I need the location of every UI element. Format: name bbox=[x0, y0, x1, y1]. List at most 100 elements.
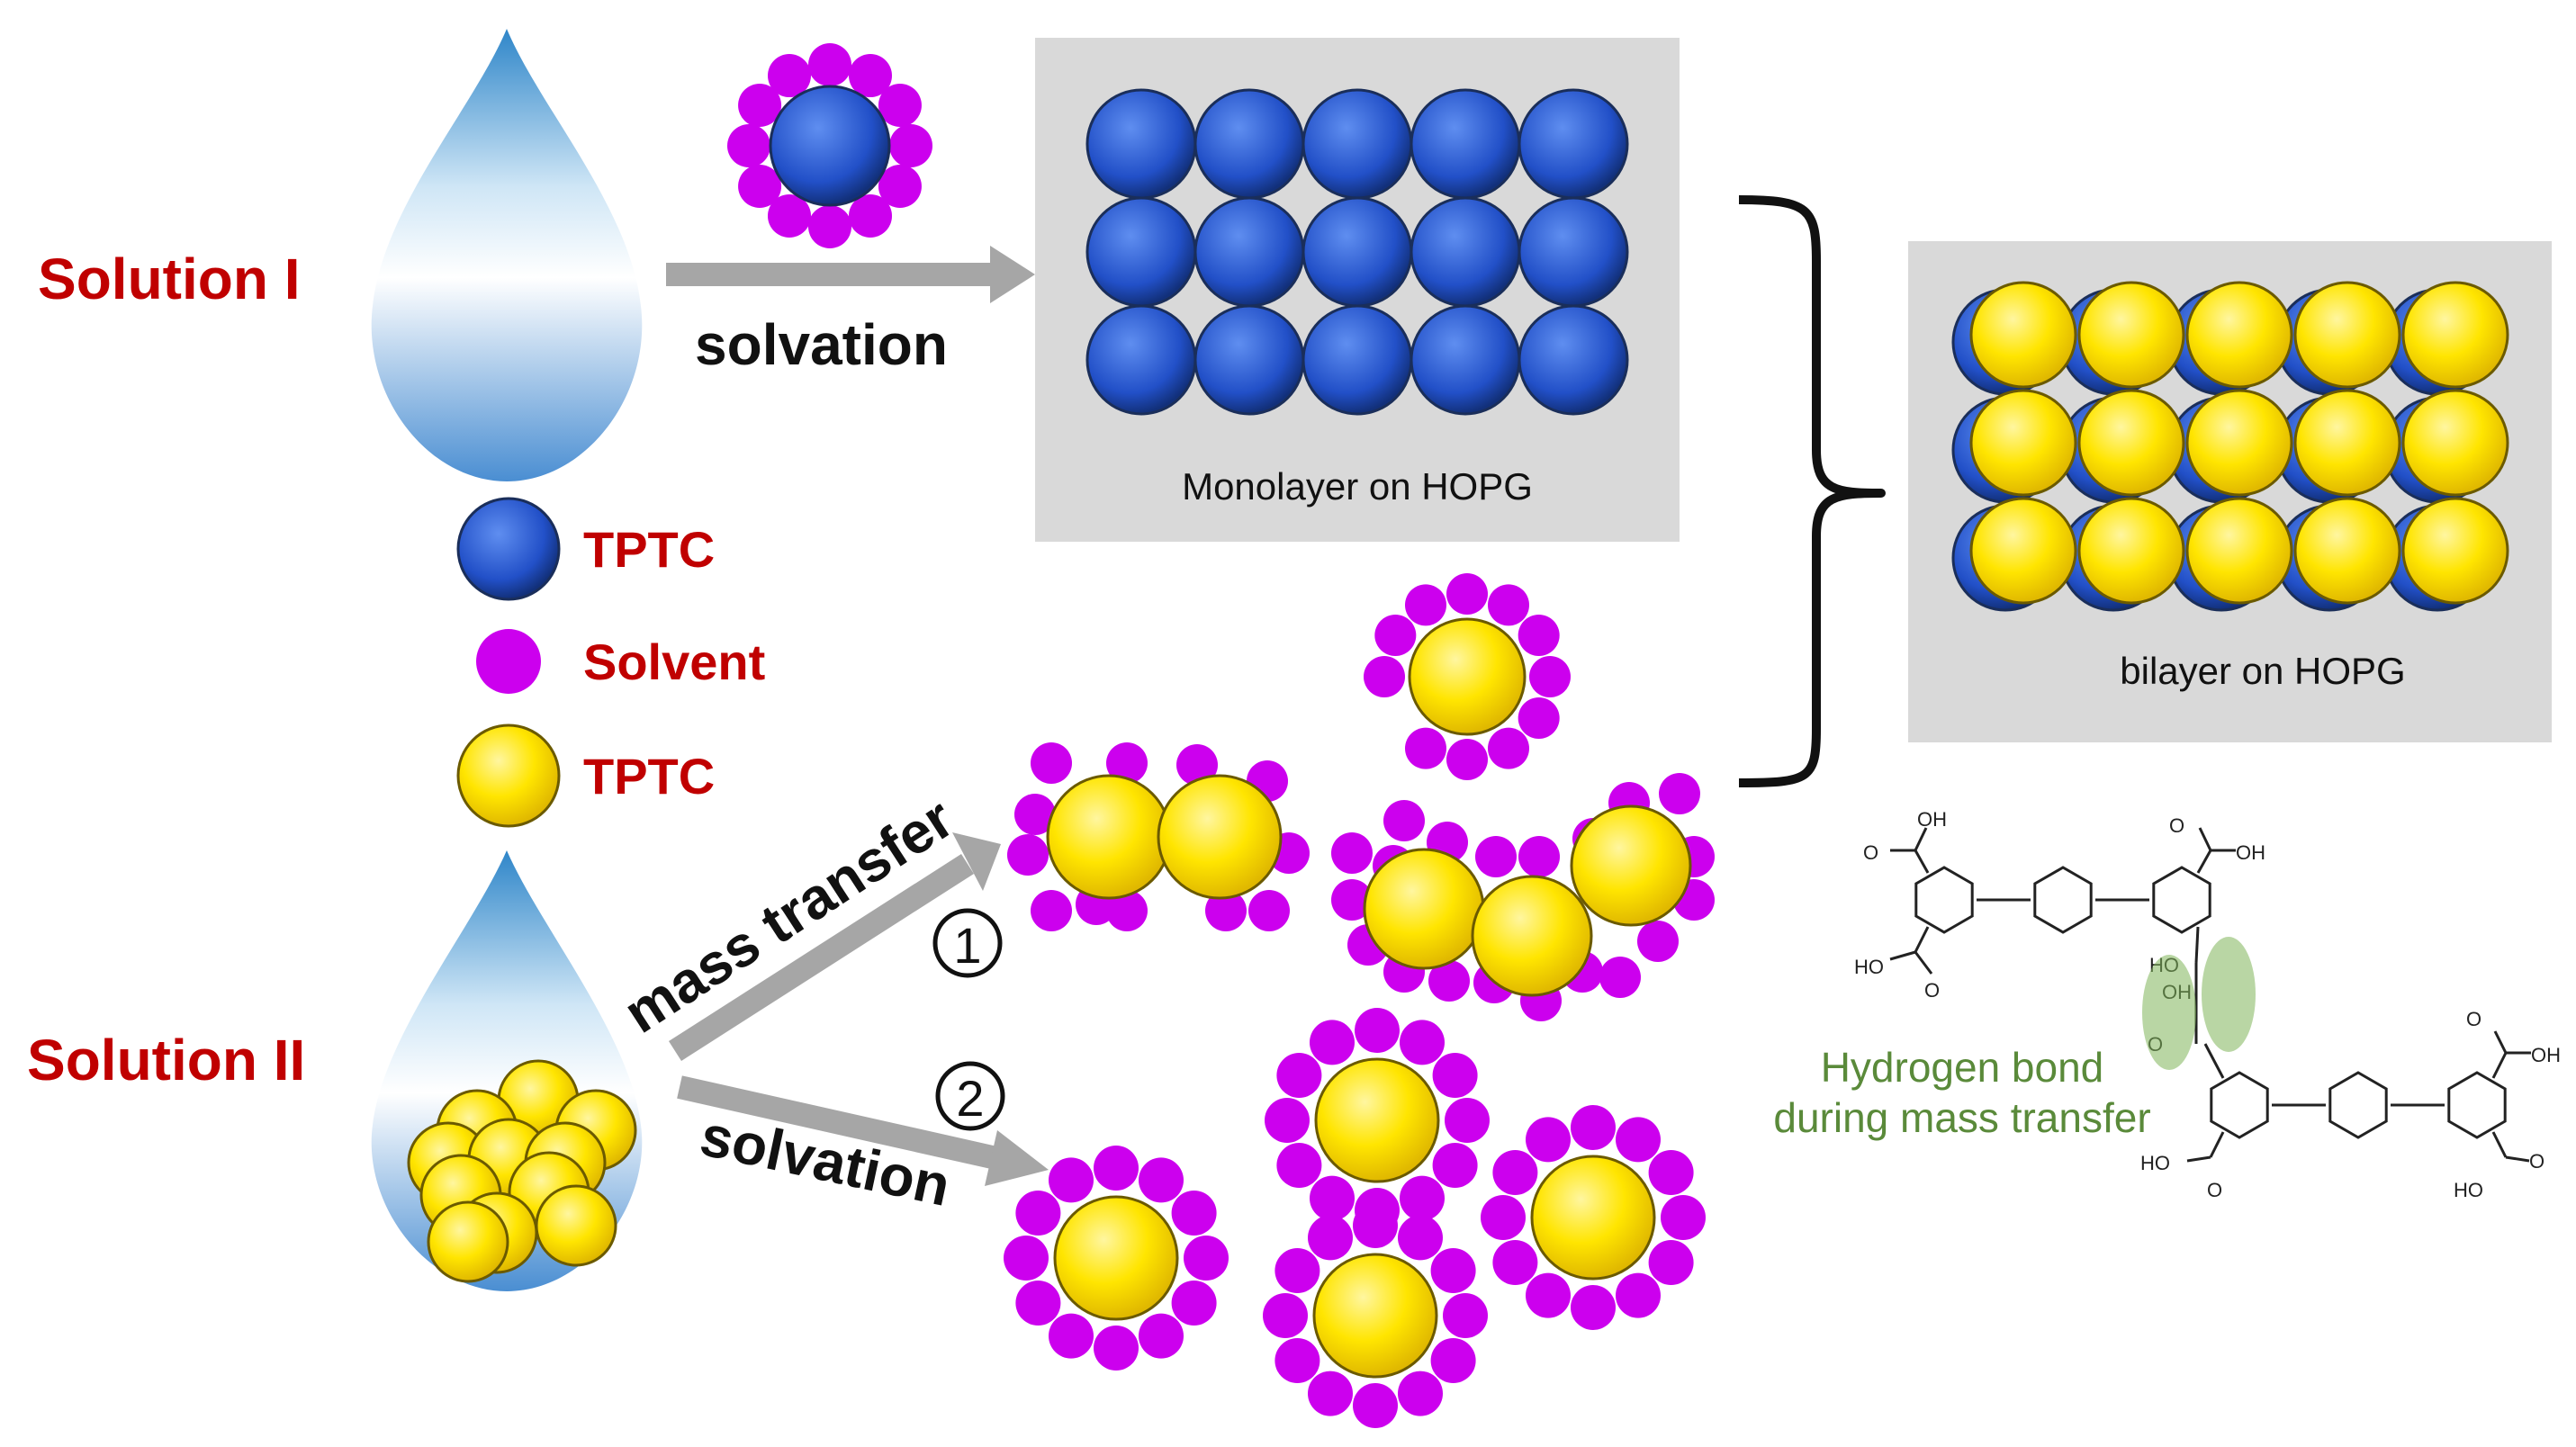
solvent-ball bbox=[1405, 584, 1446, 626]
blue-tptc-ball bbox=[1410, 88, 1521, 200]
solvent-ball bbox=[1571, 1285, 1616, 1330]
bond bbox=[1889, 950, 1916, 961]
bond bbox=[2493, 1030, 2508, 1054]
yellow-tptc-ball bbox=[1530, 1155, 1656, 1281]
path1-marker: 1 bbox=[953, 917, 981, 974]
bilayer-grid bbox=[1951, 281, 2509, 612]
solvent-ball bbox=[1274, 1248, 1320, 1293]
solvent-ball bbox=[1661, 1195, 1706, 1240]
solvent-ball bbox=[1481, 1195, 1526, 1240]
tptc-cluster-in-solution2 bbox=[407, 1059, 637, 1283]
blue-tptc-ball bbox=[1085, 196, 1197, 308]
legend-solvent-label: Solvent bbox=[583, 634, 765, 690]
solvent-ball bbox=[1616, 1117, 1661, 1163]
yellow-tptc-ball bbox=[1157, 774, 1283, 900]
legend-blue-tptc-icon bbox=[456, 497, 561, 601]
yellow-tptc-ball bbox=[2185, 281, 2293, 389]
solvent-ball bbox=[1430, 1338, 1476, 1383]
solvent-ball bbox=[1430, 1248, 1476, 1293]
solvent-ball bbox=[1139, 1313, 1184, 1359]
solvent-ball bbox=[1015, 1191, 1061, 1236]
solvent-ball bbox=[1518, 836, 1560, 877]
solvent-ball bbox=[1599, 957, 1641, 998]
atom-label: O bbox=[2207, 1179, 2222, 1201]
atom-label: HO bbox=[2454, 1179, 2483, 1201]
solvent-ball bbox=[738, 165, 782, 208]
solvent-ball bbox=[1364, 656, 1405, 697]
atom-label: OH bbox=[2531, 1044, 2561, 1066]
bond bbox=[1914, 849, 1930, 874]
solvent-ball bbox=[1176, 744, 1218, 786]
solvent-ball bbox=[1518, 615, 1560, 656]
solvent-ball bbox=[1106, 742, 1148, 784]
yellow-tptc-ball bbox=[2185, 389, 2293, 497]
legend-blue-tptc-label: TPTC bbox=[583, 521, 715, 578]
legend: TPTC Solvent TPTC bbox=[456, 497, 765, 828]
blue-tptc-ball bbox=[1302, 88, 1413, 200]
solvent-ball bbox=[1276, 1143, 1322, 1188]
benzene-ring bbox=[2328, 1071, 2388, 1139]
solvent-ball bbox=[1446, 739, 1488, 780]
benzene-ring bbox=[2447, 1071, 2507, 1139]
solvent-ball bbox=[1616, 1272, 1661, 1318]
solvent-ball bbox=[1007, 834, 1049, 876]
yellow-tptc-ball bbox=[1570, 804, 1692, 927]
path1-marker-circle bbox=[932, 908, 1003, 978]
solvated-yellow-tptc-groups bbox=[1004, 573, 1715, 1428]
solution1-label: Solution I bbox=[38, 247, 301, 311]
yellow-tptc-ball bbox=[2401, 389, 2509, 497]
bond bbox=[2198, 827, 2212, 851]
solvent-ball bbox=[1648, 1240, 1694, 1285]
solvent-ball bbox=[727, 124, 770, 167]
solvent-ball bbox=[1637, 921, 1679, 962]
solvent-ball bbox=[808, 43, 851, 86]
solvent-ball bbox=[1014, 794, 1056, 835]
yellow-tptc-ball bbox=[1314, 1057, 1440, 1183]
solvent-ball bbox=[1475, 836, 1517, 877]
solvent-ball bbox=[1400, 1175, 1445, 1221]
blue-tptc-ball bbox=[769, 85, 891, 207]
yellow-tptc-ball bbox=[1969, 389, 2077, 497]
atom-label: O bbox=[2466, 1008, 2481, 1030]
solvent-ball bbox=[1400, 1020, 1445, 1065]
yellow-tptc-ball bbox=[1969, 497, 2077, 605]
solvation-arrow-bottom bbox=[677, 1075, 1049, 1186]
solvent-ball bbox=[738, 84, 782, 127]
hbond-label-line1: Hydrogen bond bbox=[1821, 1044, 2104, 1091]
solvent-ball bbox=[1031, 890, 1072, 931]
benzene-ring bbox=[2033, 866, 2093, 934]
solvent-ball bbox=[1308, 1371, 1353, 1416]
atom-label: HO bbox=[2140, 1152, 2170, 1174]
hbond-highlight bbox=[2142, 955, 2196, 1070]
blue-tptc-ball bbox=[1410, 196, 1521, 308]
solvated-blue-tptc bbox=[727, 43, 932, 248]
solvent-ball bbox=[1488, 727, 1529, 769]
solvent-ball bbox=[878, 84, 922, 127]
yellow-tptc-ball bbox=[1969, 281, 2077, 389]
blue-tptc-ball bbox=[1518, 88, 1629, 200]
solvent-ball bbox=[1526, 1272, 1571, 1318]
mass-transfer-arrow bbox=[668, 832, 1001, 1061]
solvent-ball bbox=[1492, 1150, 1538, 1195]
yellow-tptc-ball bbox=[2077, 281, 2185, 389]
yellow-tptc-ball bbox=[2293, 281, 2401, 389]
bond bbox=[1914, 951, 1933, 975]
solvent-ball bbox=[1492, 1240, 1538, 1285]
blue-tptc-ball bbox=[1193, 196, 1305, 308]
yellow-tptc-ball bbox=[1363, 848, 1485, 970]
hbond-label-line2: during mass transfer bbox=[1773, 1094, 2150, 1141]
solvent-ball bbox=[1428, 960, 1470, 1002]
bond bbox=[2491, 1131, 2508, 1158]
yellow-tptc-ball bbox=[2401, 281, 2509, 389]
yellow-tptc-ball bbox=[427, 1200, 509, 1283]
solvent-ball bbox=[1432, 1143, 1478, 1188]
benzene-ring bbox=[2210, 1071, 2269, 1139]
blue-tptc-ball bbox=[1193, 88, 1305, 200]
solvent-ball bbox=[1248, 890, 1290, 931]
solvent-ball bbox=[1445, 1098, 1490, 1143]
solvent-ball bbox=[1310, 1020, 1355, 1065]
atom-label: O bbox=[2529, 1150, 2544, 1173]
solvent-ball bbox=[1263, 1293, 1308, 1338]
path2-marker: 2 bbox=[956, 1070, 984, 1127]
